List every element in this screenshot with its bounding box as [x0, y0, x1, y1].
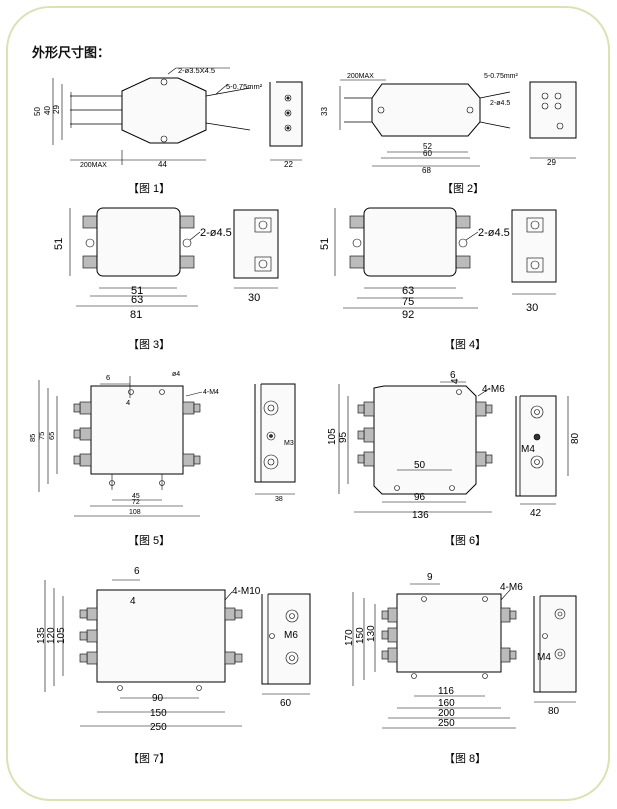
fig6-dim-w-b: 96: [414, 492, 426, 503]
fig8-dim-h-b: 150: [355, 627, 366, 644]
figure-2-caption: 【图 2】: [442, 182, 484, 195]
figure-3-caption: 【图 3】: [128, 338, 170, 351]
fig4-hole-note: 2-ø4.5: [478, 227, 510, 239]
figure-8-side-view: M4 80: [533, 595, 577, 717]
fig7-dim-depth: 60: [280, 698, 292, 709]
fig4-dim-height: 51: [319, 238, 331, 250]
fig2-dim-wire-len: 200MAX: [347, 73, 374, 80]
fig6-dim-top-b: 4: [450, 378, 461, 384]
fig7-dim-w-a: 90: [152, 693, 164, 704]
fig6-dim-side-h: 80: [570, 432, 581, 444]
fig6-screw: M4: [521, 444, 535, 455]
fig1-dim-depth: 22: [284, 160, 293, 169]
fig7-dim-h-a: 135: [36, 627, 47, 644]
figure-5-front-view: 85 75 65 6 4 ø4 4-M4 45 72 108: [28, 371, 219, 517]
fig6-dim-w-c: 136: [412, 510, 429, 521]
figure-2-front-view: 200MAX 33 52 60 68 5-0.75mm² 2-ø4.5: [320, 73, 519, 175]
figure-7-caption: 【图 7】: [128, 752, 170, 765]
figure-4-side-view: 30: [511, 209, 557, 314]
fig3-dim-width-b: 63: [131, 294, 143, 306]
fig3-dim-width-a: 51: [131, 285, 143, 297]
fig1-dim-wire-len: 200MAX: [80, 162, 107, 169]
fig2-dim-width-a: 52: [423, 142, 432, 151]
fig5-dim-h-b: 75: [37, 432, 46, 440]
fig7-terminal: 4-M10: [232, 586, 261, 597]
figure-4-front-view: 51 63 75 92 2-ø4.5: [319, 207, 510, 321]
fig7-dim-top-b: 4: [130, 596, 136, 607]
fig1-dim-height-inner: 40: [43, 106, 52, 115]
fig5-dim-w-b: 72: [132, 499, 140, 506]
fig8-dim-h-a: 170: [344, 629, 355, 646]
fig5-terminal: 4-M4: [203, 389, 219, 396]
fig7-dim-h-b: 120: [46, 627, 57, 644]
fig5-dim-top-b: 4: [126, 398, 130, 407]
figure-6-side-view: M4 80 42: [515, 395, 581, 519]
fig3-hole-note: 2-ø4.5: [200, 227, 232, 239]
figure-3-side-view: 30: [233, 209, 279, 304]
fig2-hole-note: 2-ø4.5: [490, 100, 510, 107]
figure-1-caption: 【图 1】: [128, 182, 170, 195]
page-heading: 外形尺寸图：: [32, 45, 111, 60]
fig8-dim-w-d: 250: [438, 718, 455, 729]
fig6-dim-h-a: 105: [327, 428, 338, 445]
fig8-dim-depth: 80: [548, 706, 560, 717]
fig8-dim-top-a: 9: [427, 572, 433, 583]
fig8-dim-w-c: 200: [438, 708, 455, 719]
fig6-dim-w-a: 50: [414, 460, 426, 471]
fig5-dim-w-c: 108: [129, 509, 141, 516]
fig8-dim-w-a: 116: [438, 686, 454, 697]
fig8-screw: M4: [537, 652, 551, 663]
fig3-dim-depth: 30: [248, 292, 260, 304]
figure-6-caption: 【图 6】: [444, 534, 486, 547]
fig7-dim-h-c: 105: [56, 627, 67, 644]
fig5-top-hole: ø4: [172, 371, 180, 378]
fig6-terminal: 4-M6: [482, 384, 505, 395]
fig8-terminal: 4-M6: [500, 582, 523, 593]
fig3-dim-height: 51: [53, 238, 65, 250]
fig5-dim-w-a: 45: [132, 493, 140, 500]
figure-2-side-view: 29: [529, 81, 577, 167]
fig1-dim-height-outer: 50: [33, 107, 42, 116]
fig1-dim-height-core: 29: [52, 105, 61, 114]
fig6-dim-depth: 42: [530, 508, 542, 519]
fig6-dim-top-a: 6: [450, 370, 456, 381]
figure-8-caption: 【图 8】: [444, 752, 486, 765]
figure-7-front-view: 135 120 105 6 4 4-M10 90 150 250: [36, 566, 261, 733]
fig8-dim-w-b: 160: [438, 698, 455, 709]
figure-8-front-view: 170 150 130 9 4-M6 116 160 200 250: [344, 572, 523, 729]
figure-7-side-view: M6 60: [261, 593, 311, 709]
fig5-dim-top-a: 6: [106, 373, 110, 382]
figure-3-front-view: 51 51 63 81 2-ø4.5: [53, 207, 232, 321]
fig5-screw: M3: [284, 440, 294, 447]
fig2-wire-note: 5-0.75mm²: [484, 73, 519, 80]
fig4-dim-width-a: 63: [402, 285, 414, 297]
figure-1-front-view: 50 40 29 200MAX 44 2-ø3.5X4.5 5-0.75mm²: [33, 66, 263, 169]
fig2-dim-depth: 29: [547, 158, 556, 167]
figure-6-front-view: 105 95 6 4 4-M6 50 96 136: [327, 370, 505, 521]
fig1-wire-note: 5-0.75mm²: [226, 82, 263, 91]
fig4-dim-width-b: 75: [402, 296, 414, 308]
fig8-dim-h-c: 130: [366, 625, 377, 642]
figure-5-side-view: 38 M3: [254, 383, 296, 503]
fig7-dim-w-c: 250: [150, 722, 167, 733]
fig3-dim-width-c: 81: [130, 309, 142, 321]
figure-4-caption: 【图 4】: [444, 338, 486, 351]
figure-1-side-view: 22: [269, 81, 303, 169]
fig1-dim-width: 44: [158, 160, 167, 169]
fig4-dim-width-c: 92: [402, 309, 414, 321]
fig5-dim-depth: 38: [275, 496, 283, 503]
fig4-dim-depth: 30: [526, 302, 538, 314]
figure-5-caption: 【图 5】: [128, 534, 170, 547]
fig7-dim-w-b: 150: [150, 708, 167, 719]
fig2-dim-width-c: 68: [422, 166, 431, 175]
fig5-dim-h-a: 85: [28, 434, 37, 442]
fig7-dim-top-a: 6: [134, 566, 140, 577]
fig1-hole-note: 2-ø3.5X4.5: [178, 66, 215, 75]
fig6-dim-h-b: 95: [338, 431, 349, 443]
fig2-dim-width-b: 60: [423, 149, 432, 158]
fig7-screw: M6: [284, 630, 298, 641]
fig2-dim-height: 33: [320, 107, 329, 116]
fig5-dim-h-c: 65: [47, 432, 56, 440]
